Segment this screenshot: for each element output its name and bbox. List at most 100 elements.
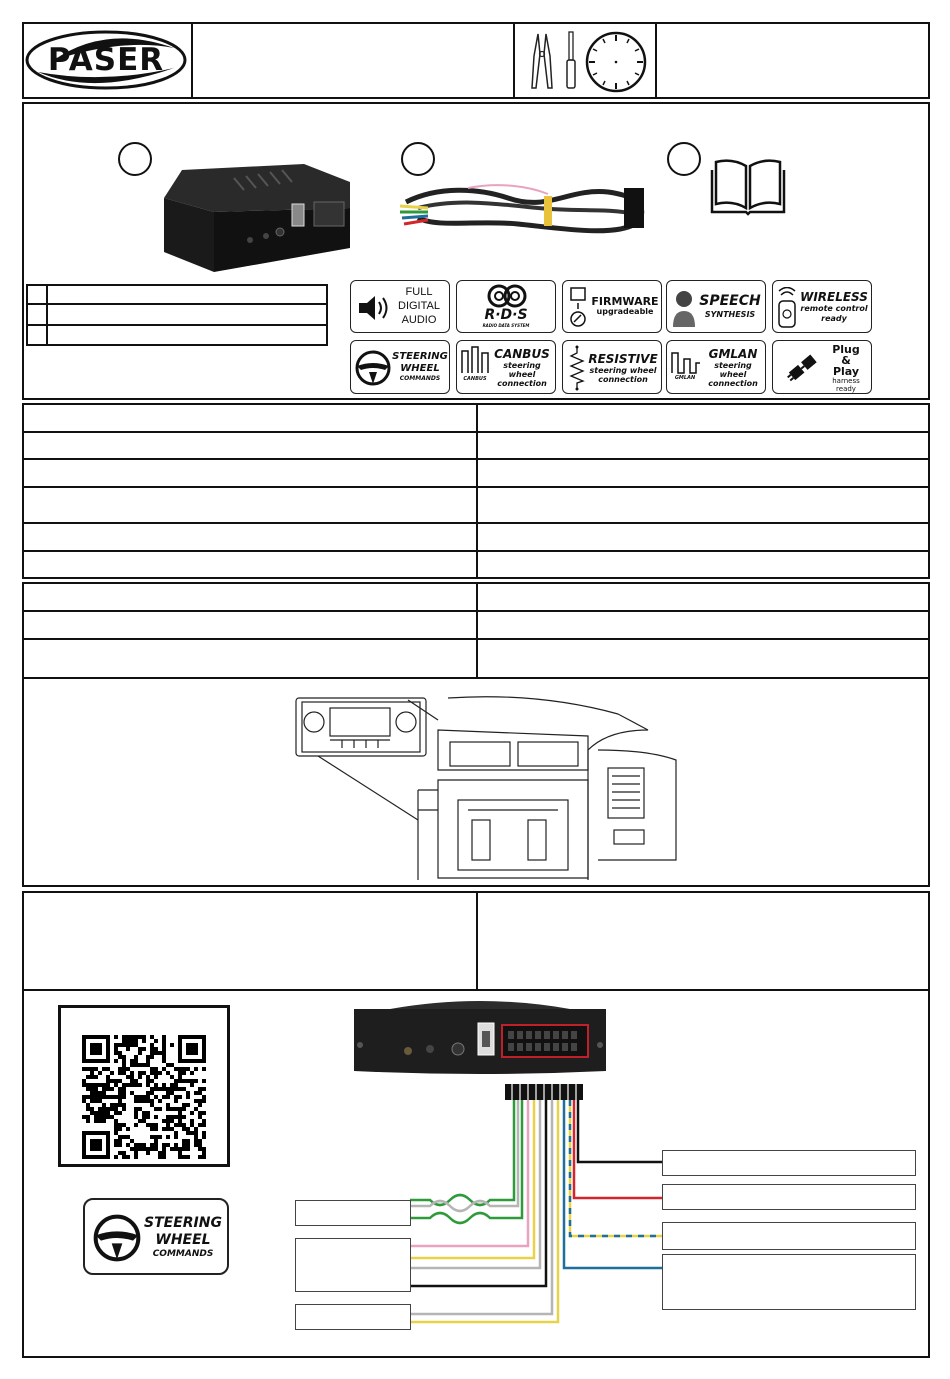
badge-firmware: FIRMWARE upgradeable <box>562 280 662 333</box>
canbus-tag: CANBUS <box>463 376 487 382</box>
badge-label-line-2: DIGITAL <box>398 300 440 312</box>
vehicle-table-row <box>22 550 930 552</box>
wire-label-box <box>295 1304 411 1330</box>
logo-text: PASER <box>48 42 164 78</box>
wire-label-box <box>662 1254 916 1310</box>
resistive-title: RESISTIVE <box>588 352 658 366</box>
swc-line-2: WHEEL <box>155 1232 211 1248</box>
rds-logo-icon <box>487 284 527 308</box>
badge-full-digital-audio: FULL DIGITAL AUDIO <box>350 280 450 333</box>
header-divider <box>191 22 193 99</box>
wiring-notes-row <box>22 989 930 991</box>
gmlan-sub-3: connection <box>708 379 758 388</box>
header-divider <box>513 22 515 99</box>
badge-steering-wheel: STEERING WHEEL COMMANDS <box>350 340 450 394</box>
canbus-sub-3: connection <box>497 379 547 388</box>
header-divider <box>655 22 657 99</box>
swc-line-1: STEERING <box>144 1215 222 1231</box>
removal-table-row <box>22 610 930 612</box>
canbus-title: CANBUS <box>494 347 550 361</box>
badge-canbus: CANBUS CANBUS steering wheel connection <box>456 340 556 394</box>
cable-harness-image <box>399 184 645 234</box>
removal-table-col <box>476 582 478 678</box>
badge-label-line-1: FULL <box>405 286 433 298</box>
kit-contents-panel <box>22 102 930 400</box>
rds-title: R·D·S <box>484 307 528 323</box>
gmlan-sub-2: wheel <box>719 370 747 379</box>
item-marker-3 <box>667 142 701 176</box>
badge-wireless: WIRELESS remote control ready <box>772 280 872 333</box>
wireless-subtitle-2: ready <box>821 314 847 323</box>
resistive-sub-2: connection <box>598 375 648 384</box>
steering-wheel-icon <box>355 350 391 386</box>
chip-icon <box>570 287 586 327</box>
plug-title-3: Play <box>832 365 860 378</box>
header-bar <box>22 22 930 99</box>
wire-label-box <box>295 1200 411 1226</box>
screwdriver-icon <box>566 31 576 89</box>
resistive-sub-1: steering wheel <box>589 366 657 375</box>
vehicle-table-col <box>476 403 478 579</box>
speaker-icon <box>359 296 388 320</box>
clock-icon <box>585 31 647 93</box>
wireless-title: WIRELESS <box>800 290 868 304</box>
resistor-icon <box>569 345 585 391</box>
canbus-sub-2: wheel <box>508 370 536 379</box>
interface-module-image <box>164 164 350 272</box>
steering-wheel-icon <box>93 1214 141 1262</box>
wiring-diagram <box>410 1084 662 1324</box>
item-marker-2 <box>401 142 435 176</box>
badge-rds: R·D·S RADIO DATA SYSTEM <box>456 280 556 333</box>
plug-sub-1: harness <box>832 377 860 385</box>
items-table <box>26 284 328 346</box>
qr-code-image[interactable] <box>82 1035 206 1159</box>
badge-gmlan: GMLAN GMLAN steering wheel connection <box>666 340 766 394</box>
plug-title-2: & <box>841 354 851 367</box>
removal-table-row <box>22 677 930 679</box>
plug-title-1: Plug <box>832 343 860 356</box>
manual-book-icon <box>710 159 786 216</box>
wire-label-box <box>295 1238 411 1292</box>
items-table-col <box>46 284 48 346</box>
vehicle-table-row <box>22 458 930 460</box>
wire-label-box <box>662 1222 916 1250</box>
firmware-title: FIRMWARE <box>591 295 659 308</box>
speech-subtitle: SYNTHESIS <box>704 310 756 319</box>
removal-table-row <box>22 638 930 640</box>
steering-line-3: COMMANDS <box>399 375 441 382</box>
remote-control-icon <box>778 287 796 328</box>
items-table-row <box>26 303 328 305</box>
firmware-subtitle: upgradeable <box>596 307 654 316</box>
badge-plug-and-play: Plug & Play harness ready <box>772 340 872 394</box>
interface-module-front <box>354 1001 606 1074</box>
items-table-row <box>26 324 328 326</box>
gmlan-sub-1: steering <box>714 361 752 370</box>
paser-logo: PASER <box>25 30 187 90</box>
badge-label-line-3: AUDIO <box>401 314 437 326</box>
dashboard-removal-illustration <box>295 696 677 880</box>
gmlan-tag: GMLAN <box>674 375 696 381</box>
item-marker-1 <box>118 142 152 176</box>
canbus-signal-icon <box>461 346 489 373</box>
pliers-icon <box>531 33 553 89</box>
plug-sub-2: ready <box>836 385 856 393</box>
plug-icon <box>787 354 817 382</box>
steering-line-2: WHEEL <box>400 363 440 374</box>
gmlan-signal-icon <box>671 352 700 374</box>
vehicle-table-row <box>22 522 930 524</box>
wire-label-box <box>662 1184 916 1210</box>
gmlan-title: GMLAN <box>708 347 758 361</box>
wiring-notes-col <box>476 891 478 990</box>
steering-line-1: STEERING <box>392 351 448 362</box>
vehicle-table-row <box>22 431 930 433</box>
badge-speech: SPEECH SYNTHESIS <box>666 280 766 333</box>
wireless-subtitle-1: remote control <box>800 304 868 313</box>
badge-resistive: RESISTIVE steering wheel connection <box>562 340 662 394</box>
canbus-sub-1: steering <box>503 361 541 370</box>
vehicle-table-row <box>22 486 930 488</box>
swc-line-3: COMMANDS <box>152 1249 214 1259</box>
wire-label-box <box>662 1150 916 1176</box>
speech-title: SPEECH <box>699 293 761 309</box>
rds-subtitle: RADIO DATA SYSTEM <box>482 323 530 328</box>
steering-wheel-commands-badge: STEERING WHEEL COMMANDS <box>83 1198 229 1275</box>
